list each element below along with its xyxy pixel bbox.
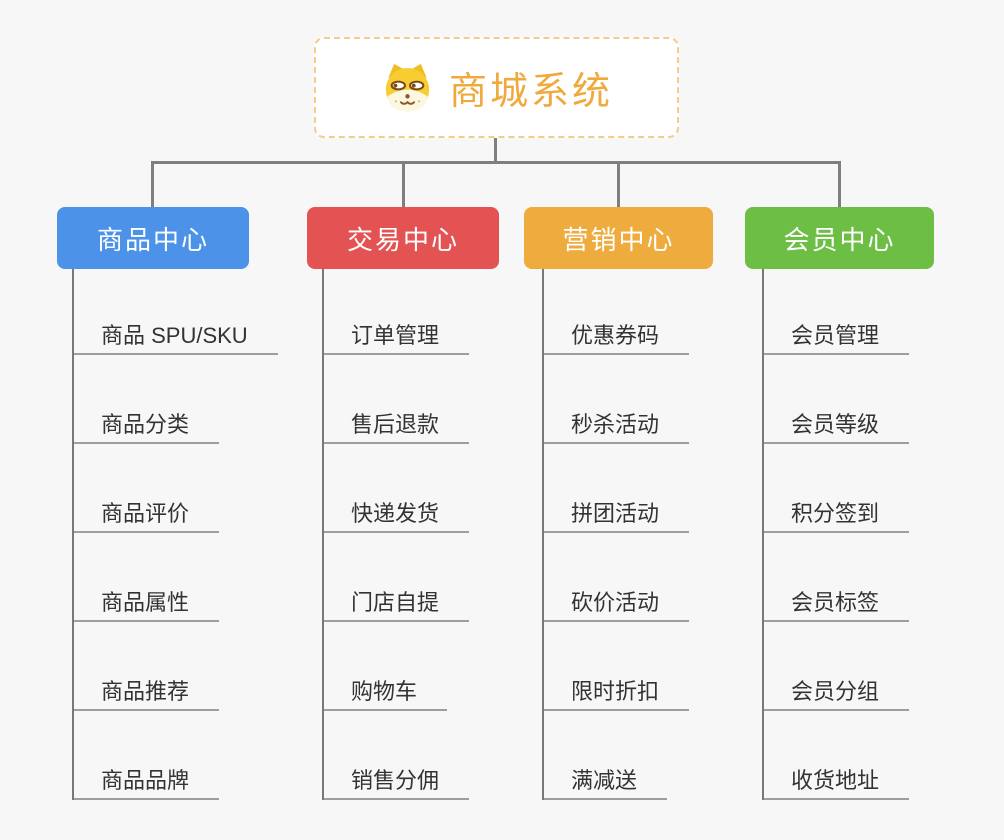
child-node[interactable]: 门店自提 [324,580,470,622]
child-node[interactable]: 快递发货 [324,491,470,533]
child-node[interactable]: 会员管理 [764,313,910,355]
child-node[interactable]: 商品属性 [74,580,220,622]
child-node[interactable]: 会员标签 [764,580,910,622]
root-node[interactable]: 商城系统 [314,37,679,138]
child-node[interactable]: 收货地址 [764,758,910,800]
branch-column-marketing: 优惠券码 秒杀活动 拼团活动 砍价活动 限时折扣 满减送 [542,269,690,800]
child-node[interactable]: 商品 SPU/SKU [74,313,278,355]
branch-node-member-center[interactable]: 会员中心 [745,207,934,269]
connector-horizontal-rail [151,161,841,164]
child-node[interactable]: 积分签到 [764,491,910,533]
child-node[interactable]: 商品评价 [74,491,220,533]
dog-face-icon [380,63,435,113]
child-node[interactable]: 购物车 [324,669,448,711]
connector-root-stem [494,138,497,164]
child-node[interactable]: 商品分类 [74,402,220,444]
branch-column-trade: 订单管理 售后退款 快递发货 门店自提 购物车 销售分佣 [322,269,470,800]
child-node[interactable]: 限时折扣 [544,669,690,711]
branch-node-marketing-center[interactable]: 营销中心 [524,207,713,269]
child-node[interactable]: 销售分佣 [324,758,470,800]
child-node[interactable]: 商品推荐 [74,669,220,711]
child-node[interactable]: 砍价活动 [544,580,690,622]
child-node[interactable]: 优惠券码 [544,313,690,355]
connector-stub-product [151,161,154,207]
branch-node-trade-center[interactable]: 交易中心 [307,207,499,269]
connector-stub-marketing [617,161,620,207]
child-node[interactable]: 售后退款 [324,402,470,444]
child-node[interactable]: 会员分组 [764,669,910,711]
child-node[interactable]: 会员等级 [764,402,910,444]
root-title: 商城系统 [448,71,613,113]
child-node[interactable]: 拼团活动 [544,491,690,533]
branch-column-member: 会员管理 会员等级 积分签到 会员标签 会员分组 收货地址 [762,269,910,800]
branch-column-product: 商品 SPU/SKU 商品分类 商品评价 商品属性 商品推荐 商品品牌 [72,269,278,800]
child-node[interactable]: 商品品牌 [74,758,220,800]
child-node[interactable]: 秒杀活动 [544,402,690,444]
branch-node-product-center[interactable]: 商品中心 [57,207,249,269]
connector-stub-trade [402,161,405,207]
child-node[interactable]: 订单管理 [324,313,470,355]
child-node[interactable]: 满减送 [544,758,668,800]
connector-stub-member [838,161,841,207]
